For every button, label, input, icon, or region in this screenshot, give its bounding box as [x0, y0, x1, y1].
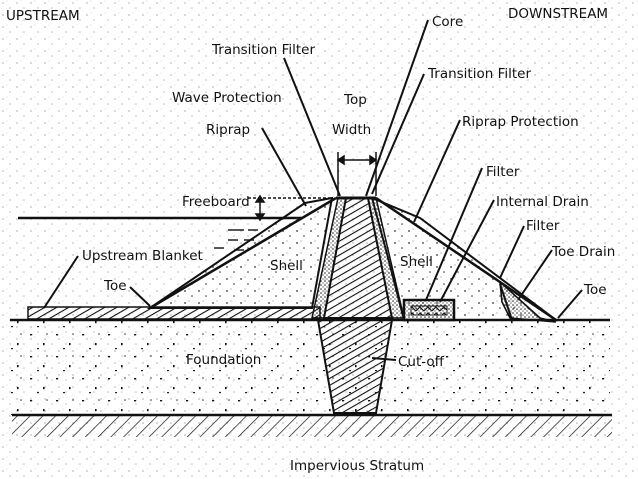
core-label: Core — [432, 14, 463, 30]
filter-right-label: Filter — [526, 218, 560, 234]
wave-protection-label: Wave Protection — [172, 90, 282, 106]
transition-filter-right-label: Transition Filter — [427, 66, 531, 82]
upstream-blanket-label: Upstream Blanket — [82, 248, 203, 264]
toe-drain-outline — [499, 283, 513, 321]
filter-top-label: Filter — [486, 164, 520, 180]
leader-riprap — [261, 127, 307, 207]
freeboard-label: Freeboard — [182, 194, 250, 210]
leader-core — [365, 19, 429, 197]
leader-internal-drain — [439, 199, 495, 303]
top-width-dimension — [336, 152, 378, 196]
riprap-protection-label: Riprap Protection — [462, 114, 579, 130]
freeboard-marker — [248, 194, 332, 222]
foundation-layer — [10, 320, 610, 415]
transition-filter-left-label: Transition Filter — [211, 42, 315, 58]
leader-transition-filter-left — [283, 57, 341, 197]
leader-lines — [43, 19, 583, 361]
leader-upstream-blanket — [43, 255, 79, 309]
leader-toe-right — [557, 289, 583, 319]
leader-riprap-protection — [413, 119, 461, 223]
leader-filter-right — [499, 225, 525, 279]
toe-left-label: Toe — [103, 278, 127, 294]
foundation-label: Foundation — [186, 352, 261, 368]
leader-toe-drain — [517, 249, 553, 301]
upstream-label: UPSTREAM — [6, 8, 80, 24]
toe-right-label: Toe — [583, 282, 607, 298]
downstream-riprap-slope — [375, 196, 557, 322]
internal-drain-inner — [410, 305, 448, 316]
leader-transition-filter-right — [371, 73, 425, 195]
upstream-riprap-slope — [149, 196, 337, 310]
internal-drain-label: Internal Drain — [496, 194, 589, 210]
impervious-stratum-layer — [12, 415, 612, 437]
downstream-label: DOWNSTREAM — [508, 6, 608, 22]
width-label: Width — [332, 122, 371, 138]
cut-off-label: Cut-off — [398, 354, 445, 370]
top-label: Top — [343, 92, 367, 108]
riprap-label: Riprap — [206, 122, 250, 138]
toe-drain-label: Toe Drain — [551, 244, 615, 260]
leader-toe-left — [129, 286, 151, 307]
leader-filter-top — [425, 167, 483, 301]
impervious-stratum-label: Impervious Stratum — [290, 458, 424, 474]
leader-cut-off — [371, 357, 397, 361]
shell-left-label: Shell — [270, 258, 303, 274]
shell-right-label: Shell — [400, 254, 433, 270]
cut-off-trench — [316, 319, 394, 414]
